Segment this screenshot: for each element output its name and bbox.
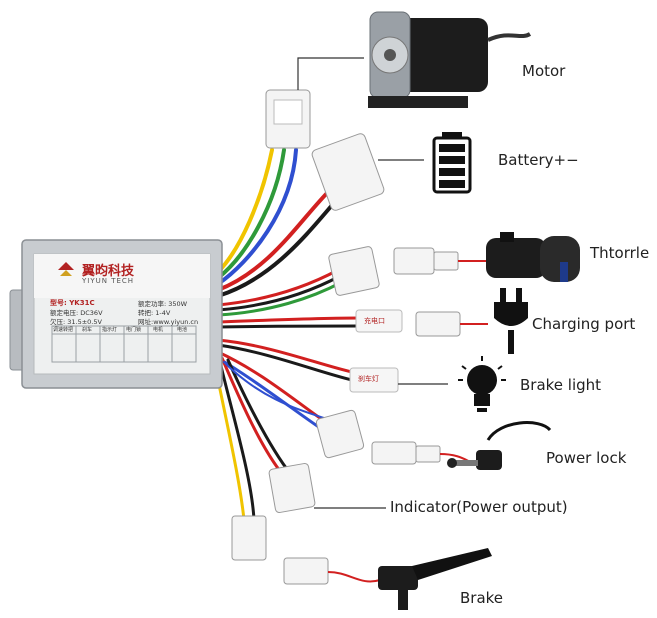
wire-charging-black xyxy=(216,324,362,329)
brake-connector xyxy=(231,515,329,585)
throttle-label: Thtorrle xyxy=(590,244,650,262)
wire-indicator-red xyxy=(220,356,286,478)
wire-battery-red xyxy=(216,188,332,292)
wire-brakelight-black xyxy=(216,343,354,382)
motor-connector xyxy=(265,89,311,149)
wire-throttle-red xyxy=(216,268,340,307)
port-label: 电池 xyxy=(177,327,188,333)
charging-connector-tag: 充电口 xyxy=(364,317,385,325)
wire-motor-blue xyxy=(216,148,298,286)
battery-icon xyxy=(432,132,472,194)
wire-brakelight-red xyxy=(216,338,354,374)
port-label: 刹车 xyxy=(82,327,93,333)
motor-label: Motor xyxy=(522,62,566,80)
port-label: 电机 xyxy=(153,327,164,333)
charging-port-label: Charging port xyxy=(532,315,636,333)
brake-lever-icon xyxy=(378,548,492,610)
controller-box xyxy=(9,239,223,389)
brake-light-label: Brake light xyxy=(520,376,602,394)
wire-motor-green xyxy=(216,148,286,280)
brand-logo-icon xyxy=(58,262,74,276)
wire-harness xyxy=(212,148,362,522)
key-switch-icon xyxy=(447,421,552,470)
wire-charging-red xyxy=(216,316,362,324)
indicator-label: Indicator(Power output) xyxy=(390,498,568,516)
controller-brand-en: YIYUN TECH xyxy=(82,277,135,285)
battery-connector xyxy=(311,133,385,211)
wire-lock-red xyxy=(216,350,332,427)
light-bulb-icon xyxy=(458,356,506,412)
wire-brake-black xyxy=(218,360,256,522)
brake-label: Brake xyxy=(460,589,504,607)
motor-cable xyxy=(487,32,532,42)
throttle-connector xyxy=(328,246,459,296)
port-label: 调速转把 xyxy=(53,327,74,333)
port-label: 指示灯 xyxy=(102,327,118,333)
controller-throttle-range: 转把: 1-4V xyxy=(138,309,171,317)
port-table xyxy=(51,325,197,363)
plug-icon xyxy=(494,288,528,354)
wire-throttle-black xyxy=(216,274,342,312)
controller-rated-voltage: 额定电压: DC36V xyxy=(50,309,103,317)
power-lock-connector xyxy=(315,409,441,465)
power-lock-label: Power lock xyxy=(546,449,627,467)
brake-wire xyxy=(327,571,381,583)
motor-leader-line xyxy=(297,57,364,90)
port-label: 电门锁 xyxy=(126,327,142,333)
controller-website: 网址:www.yiyun.cn xyxy=(138,318,199,326)
battery-label: Battery+− xyxy=(498,151,579,169)
controller-undervoltage: 欠压: 31.5±0.5V xyxy=(50,318,102,326)
throttle-grip-icon xyxy=(486,232,580,282)
wire-motor-yellow xyxy=(216,148,274,274)
motor-mount xyxy=(368,96,468,108)
wire-battery-black xyxy=(216,194,342,298)
motor-image xyxy=(368,11,532,108)
wire-brake-blue xyxy=(223,361,331,421)
brake-light-connector-tag: 刹车灯 xyxy=(358,375,379,383)
controller-model: 型号: YK31C xyxy=(50,299,95,307)
controller-brand-cn: 翼昀科技 xyxy=(82,264,135,279)
wire-throttle-green xyxy=(216,280,344,317)
charging-connector xyxy=(355,309,461,337)
indicator-connector xyxy=(268,462,316,514)
brake-light-connector xyxy=(349,367,399,393)
controller-power: 额定功率: 350W xyxy=(138,300,188,308)
